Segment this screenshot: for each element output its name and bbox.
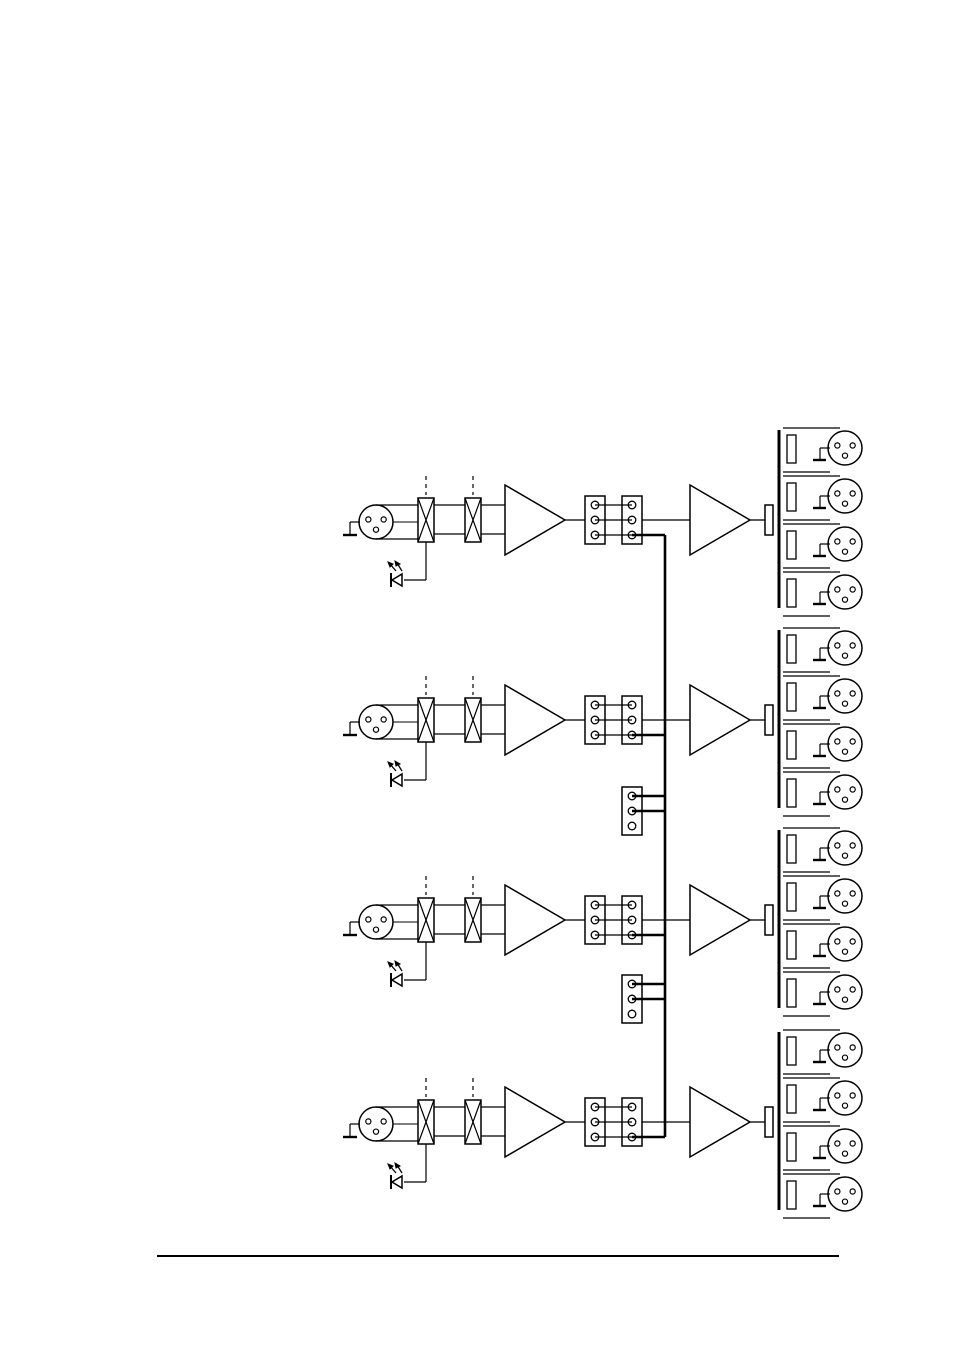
isolator-a	[418, 1078, 434, 1144]
resistor-icon	[787, 579, 796, 607]
input-amplifier	[505, 885, 565, 955]
output-connector-2-3	[783, 724, 862, 768]
isolator-b	[465, 476, 481, 542]
output-amplifier	[690, 885, 750, 955]
led-icon	[388, 761, 402, 787]
output-connector-3-1	[783, 828, 862, 872]
resistor-icon	[787, 1133, 796, 1161]
isolator-a	[418, 676, 434, 742]
output-amplifier	[690, 485, 750, 555]
resistor-icon	[787, 683, 796, 711]
resistor-icon	[787, 931, 796, 959]
resistor-icon	[787, 1037, 796, 1065]
output-connector-3-4	[783, 972, 862, 1016]
output-connector-4-2	[783, 1078, 862, 1122]
distribution-plate	[765, 505, 773, 535]
output-connector-3-2	[783, 876, 862, 920]
input-amplifier	[505, 485, 565, 555]
output-connector-1-3	[783, 524, 862, 568]
resistor-icon	[787, 779, 796, 807]
resistor-icon	[787, 979, 796, 1007]
led-icon	[388, 961, 402, 987]
resistor-icon	[787, 435, 796, 463]
isolator-b	[465, 1078, 481, 1144]
channel-3	[343, 828, 862, 1016]
output-connector-3-3	[783, 924, 862, 968]
input-amplifier	[505, 1087, 565, 1157]
output-connector-2-1	[783, 628, 862, 672]
output-amplifier	[690, 685, 750, 755]
distribution-plate	[765, 705, 773, 735]
footer-rule	[157, 1255, 839, 1257]
distribution-plate	[765, 905, 773, 935]
output-connector-4-4	[783, 1174, 862, 1218]
isolator-a	[418, 876, 434, 942]
channel-2	[343, 628, 862, 816]
output-connector-1-1	[783, 428, 862, 472]
isolator-a	[418, 476, 434, 542]
resistor-icon	[787, 1181, 796, 1209]
isolator-b	[465, 876, 481, 942]
output-connector-2-2	[783, 676, 862, 720]
resistor-icon	[787, 835, 796, 863]
resistor-icon	[787, 1085, 796, 1113]
output-connector-1-4	[783, 572, 862, 616]
input-amplifier	[505, 685, 565, 755]
channel-1	[343, 428, 862, 616]
link-terminal-2	[622, 975, 665, 1023]
led-icon	[388, 561, 402, 587]
resistor-icon	[787, 531, 796, 559]
isolator-b	[465, 676, 481, 742]
output-connector-4-3	[783, 1126, 862, 1170]
led-icon	[388, 1163, 402, 1189]
resistor-icon	[787, 483, 796, 511]
output-amplifier	[690, 1087, 750, 1157]
resistor-icon	[787, 635, 796, 663]
output-connector-2-4	[783, 772, 862, 816]
output-connector-1-2	[783, 476, 862, 520]
output-connector-4-1	[783, 1030, 862, 1074]
link-terminal-1	[622, 787, 665, 835]
resistor-icon	[787, 883, 796, 911]
resistor-icon	[787, 731, 796, 759]
distribution-plate	[765, 1107, 773, 1137]
channel-4	[343, 1030, 862, 1218]
